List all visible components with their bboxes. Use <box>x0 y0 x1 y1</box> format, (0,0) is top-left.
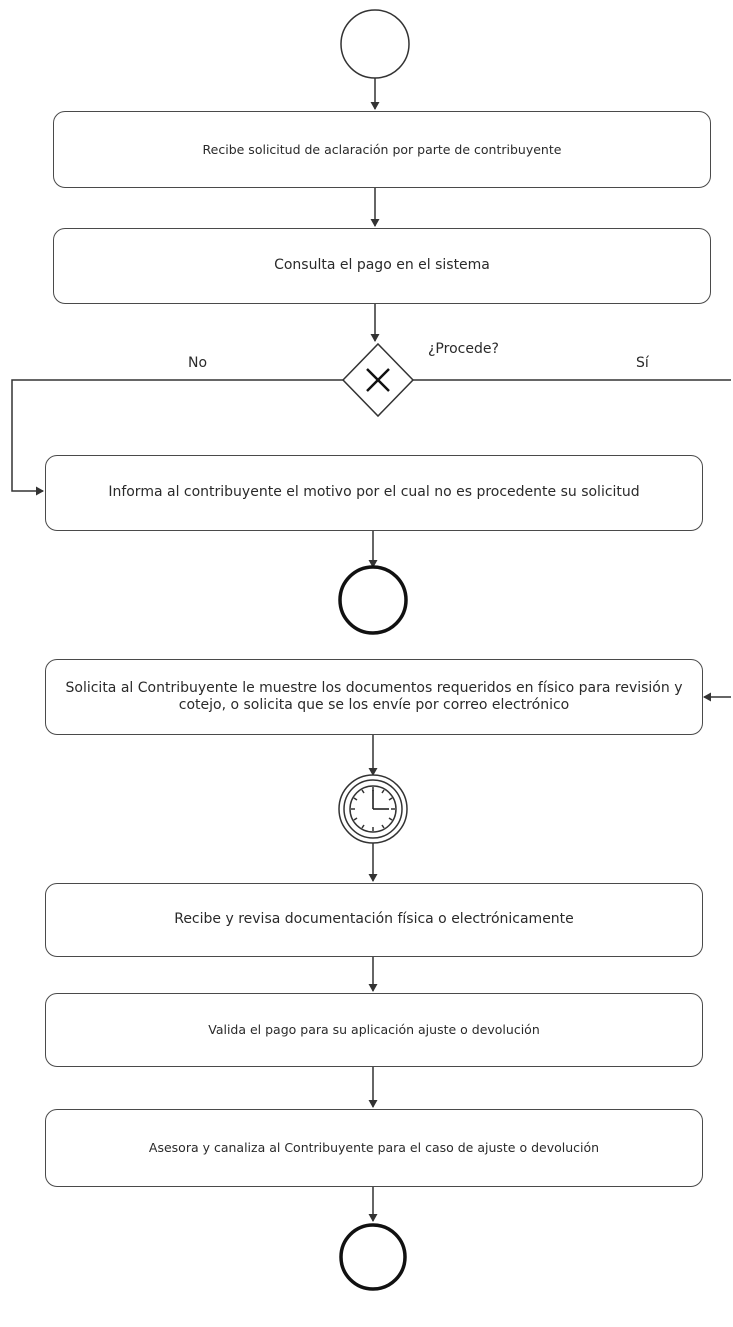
task-receive-request[interactable]: Recibe solicitud de aclaración por parte… <box>53 111 711 188</box>
task-request-documents-label: Solicita al Contribuyente le muestre los… <box>65 679 683 714</box>
task-receive-request-label: Recibe solicitud de aclaración por parte… <box>202 141 562 157</box>
gateway-no-label: No <box>188 355 208 371</box>
task-validate-payment[interactable]: Valida el pago para su aplicación ajuste… <box>45 993 703 1067</box>
start-event-icon <box>340 9 410 79</box>
task-check-payment-label: Consulta el pago en el sistema <box>274 257 490 274</box>
task-advise-taxpayer-label: Asesora y canaliza al Contribuyente para… <box>148 1140 600 1156</box>
task-review-documents-label: Recibe y revisa documentación física o e… <box>174 911 574 928</box>
exclusive-gateway-icon <box>341 342 415 418</box>
task-check-payment[interactable]: Consulta el pago en el sistema <box>53 228 711 304</box>
gateway-question-label: ¿Procede? <box>428 341 499 357</box>
task-inform-reason[interactable]: Informa al contribuyente el motivo por e… <box>45 455 703 531</box>
task-review-documents[interactable]: Recibe y revisa documentación física o e… <box>45 883 703 957</box>
task-validate-payment-label: Valida el pago para su aplicación ajuste… <box>208 1022 540 1038</box>
task-request-documents[interactable]: Solicita al Contribuyente le muestre los… <box>45 659 703 735</box>
end-event-icon <box>339 1223 407 1291</box>
task-advise-taxpayer[interactable]: Asesora y canaliza al Contribuyente para… <box>45 1109 703 1187</box>
end-event-icon <box>338 565 408 635</box>
timer-clock-icon <box>338 774 408 844</box>
gateway-yes-label: Sí <box>636 355 649 371</box>
task-inform-reason-label: Informa al contribuyente el motivo por e… <box>108 484 640 501</box>
